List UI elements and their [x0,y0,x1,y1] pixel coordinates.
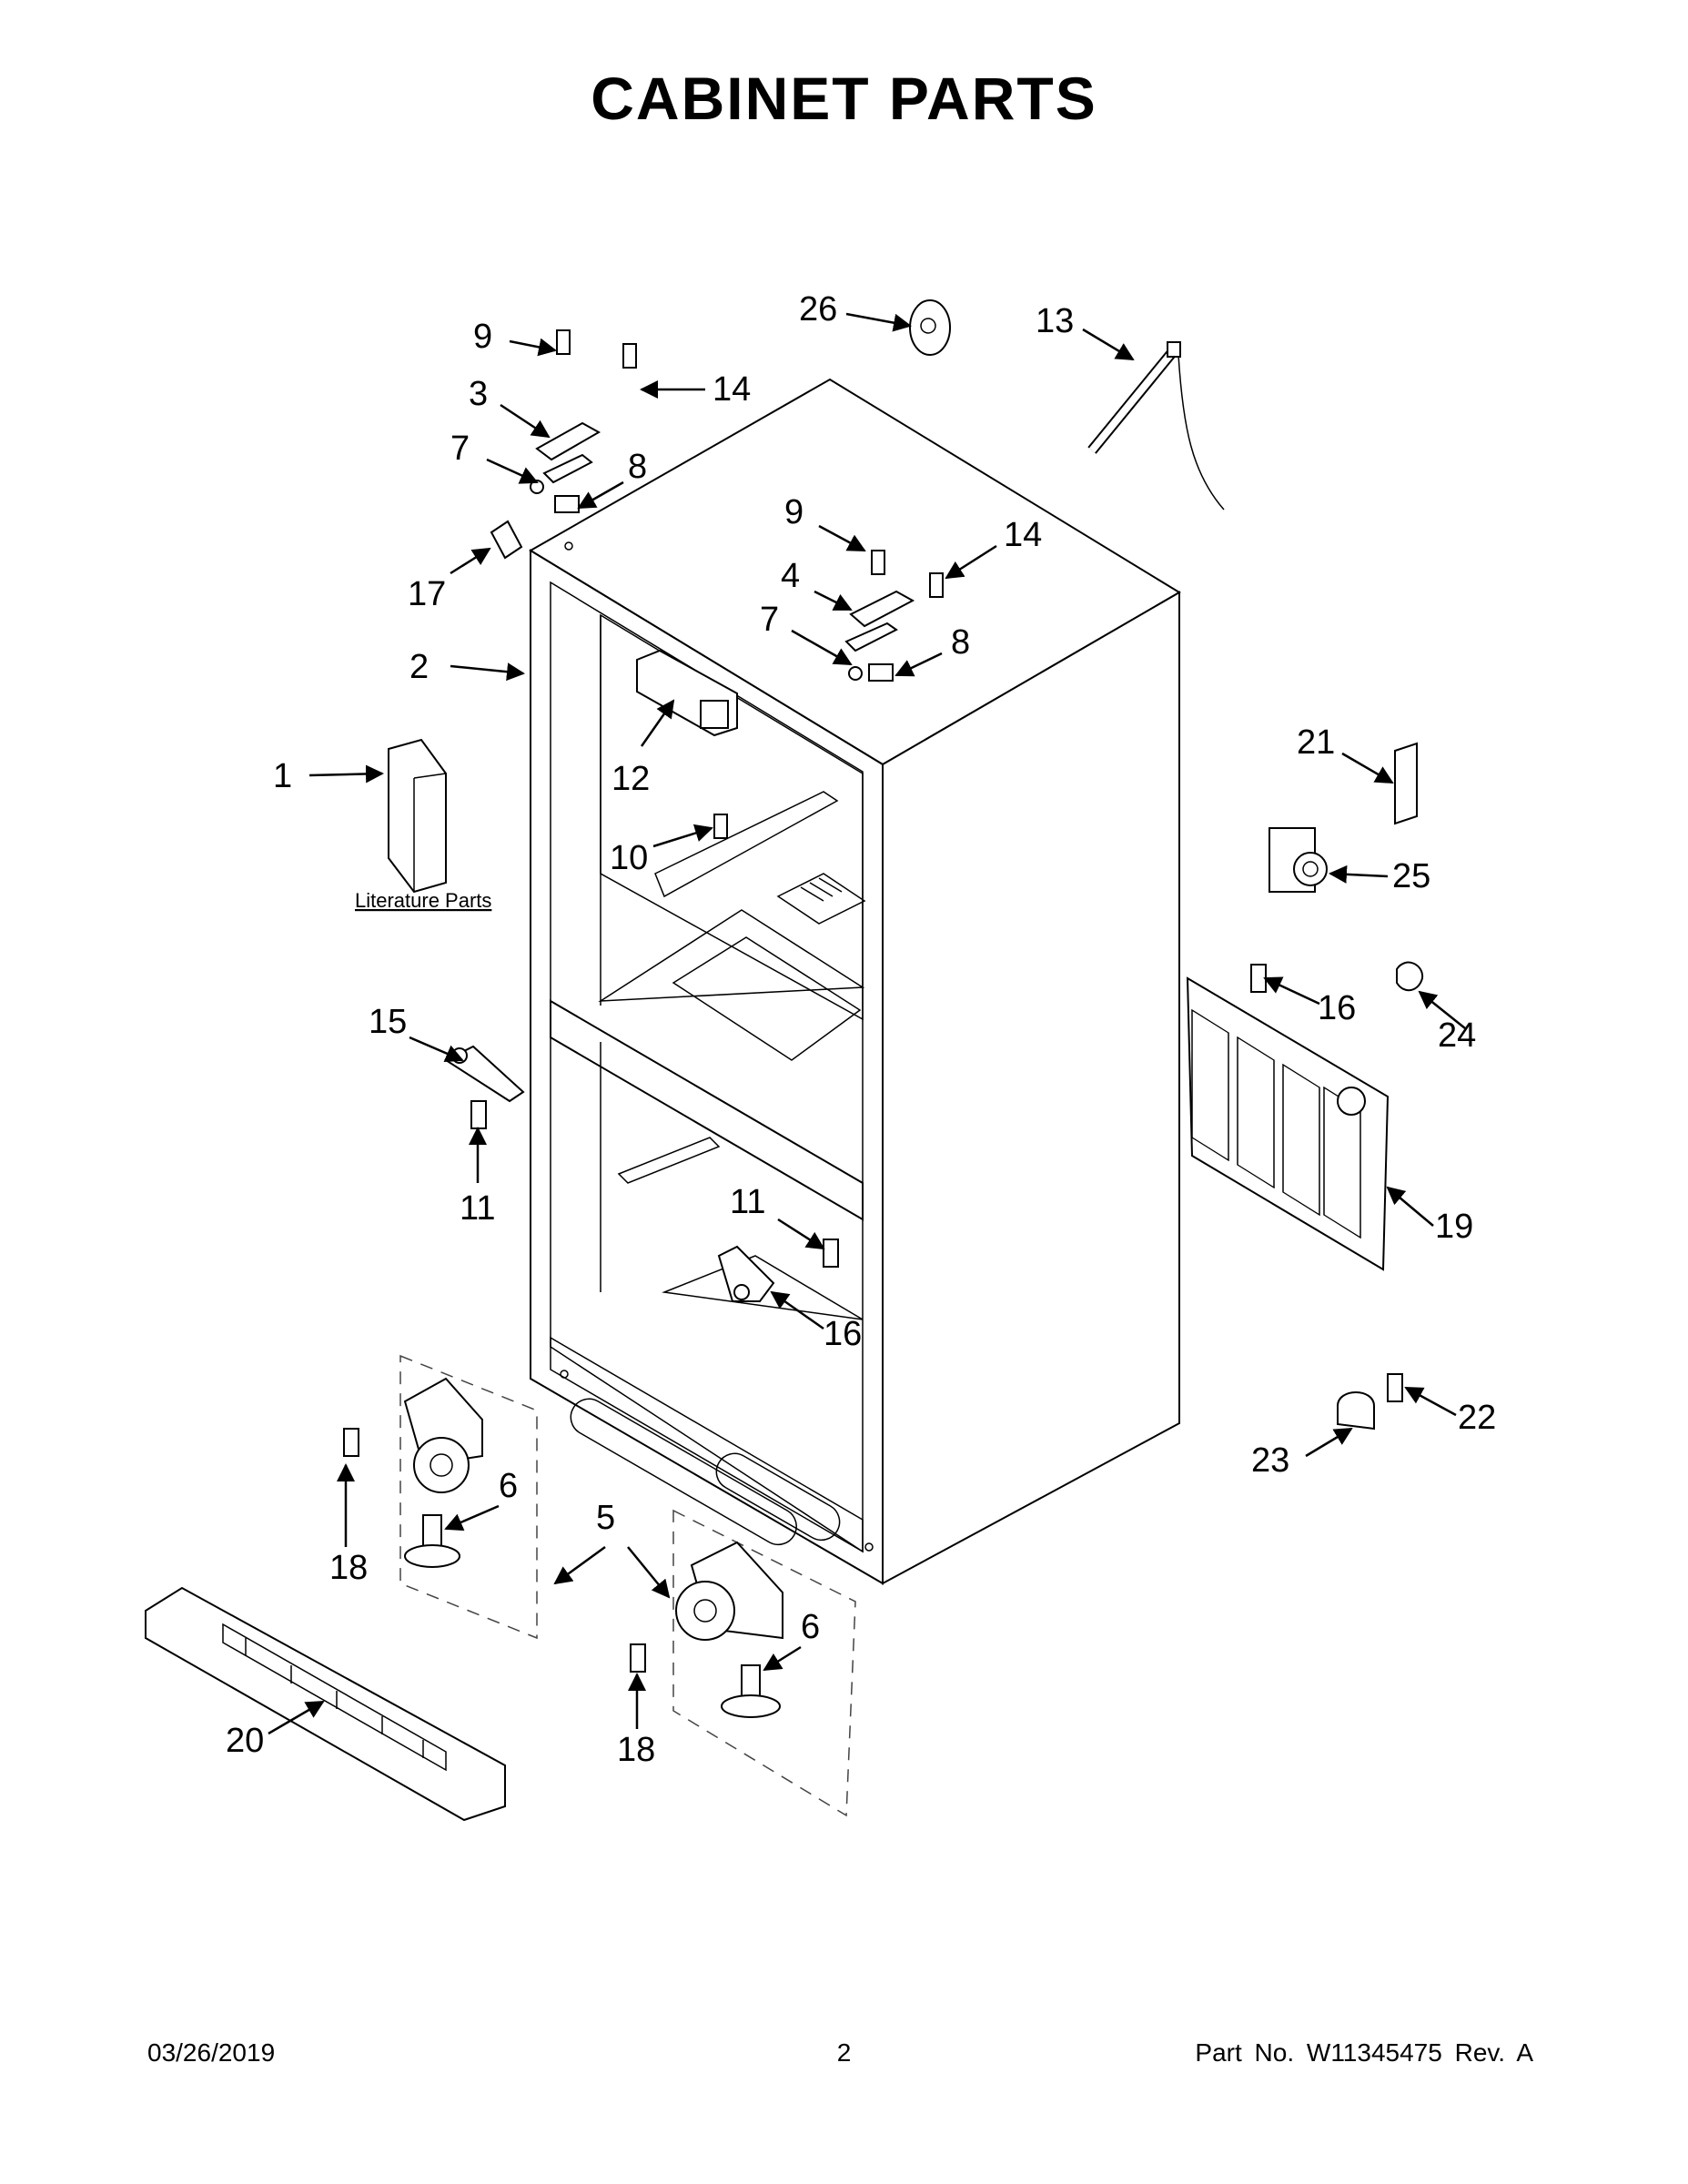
part-12-drawing [636,649,738,737]
callout-14: 14 [713,370,751,409]
page-title: CABINET PARTS [591,65,1097,132]
callout-14: 14 [1004,516,1042,554]
part-23-drawing [1337,1391,1375,1431]
cabinet-drawing [529,378,1181,1585]
callout-6: 6 [801,1608,820,1646]
callout-16: 16 [824,1315,862,1353]
callout-21: 21 [1297,723,1335,762]
callout-18: 18 [617,1731,655,1769]
footer-date: 03/26/2019 [147,2038,276,2067]
callout-4: 4 [781,557,800,595]
callout-3: 3 [469,375,488,413]
callout-15: 15 [369,1003,407,1041]
callout-5: 5 [596,1499,615,1537]
callout-9: 9 [784,493,804,531]
callout-7: 7 [450,430,470,468]
callout-11: 11 [730,1183,765,1221]
part-16-drawing [717,1245,775,1302]
callout-18: 18 [329,1549,368,1587]
roller-assembly-left [399,1354,538,1640]
callout-25: 25 [1392,857,1430,895]
callout-6: 6 [499,1467,518,1505]
callout-26: 26 [799,290,837,329]
footer-page-number: 2 [836,2038,852,2067]
callout-23: 23 [1251,1441,1289,1480]
footer-part-number: Part No. W11345475 Rev. A [1195,2038,1533,2067]
callout-22: 22 [1458,1399,1496,1437]
callout-2: 2 [409,648,429,686]
top-hinge-left [530,421,601,513]
part-21-drawing [1394,742,1418,825]
callout-11: 11 [460,1189,495,1228]
roller-assembly-right [672,1509,856,1817]
part-1-drawing [388,738,447,894]
top-hinge-right [844,590,915,682]
part-15-drawing [443,1045,525,1103]
part-24-drawing [1396,961,1424,992]
part-17-drawing [490,520,523,560]
part-13-drawing [1087,341,1225,511]
callout-1: 1 [273,757,292,795]
part-25-drawing [1269,827,1328,893]
callout-13: 13 [1036,302,1074,340]
callout-8: 8 [628,448,647,486]
callout-9: 9 [473,318,492,356]
callout-labels: 9 3 14 7 8 26 13 9 14 4 7 8 17 2 1 12 10… [226,290,1496,1769]
part-20-drawing [145,1586,506,1822]
callout-7: 7 [760,601,779,639]
leader-arrows [268,312,1466,1735]
callout-16: 16 [1318,989,1356,1027]
part-26-drawing [909,299,951,356]
part-19-drawing [1186,976,1390,1271]
callout-20: 20 [226,1722,264,1760]
callout-12: 12 [612,760,650,798]
callout-8: 8 [951,623,970,662]
callout-24: 24 [1438,1016,1476,1055]
callout-17: 17 [408,575,446,613]
callout-19: 19 [1435,1208,1473,1246]
literature-parts-label: Literature Parts [355,889,491,912]
callout-10: 10 [610,839,648,877]
